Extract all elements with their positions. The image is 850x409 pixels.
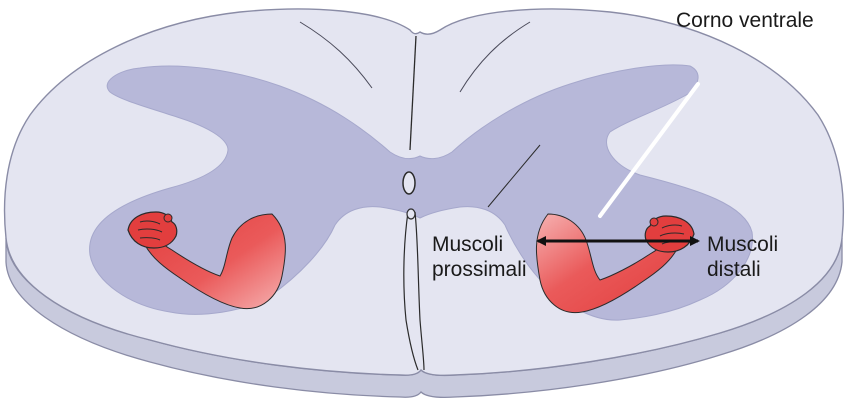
dorsal-median-sulcus [409,35,417,151]
gray-matter-divider [487,144,541,208]
proximal-label-line-2: prossimali [432,258,527,281]
distal-label-line-2: distali [707,258,761,281]
distal-label-line-1: Muscoli [707,233,779,256]
ventral-fissure-top [406,208,416,220]
dorsal-lobe-line-right [459,21,531,93]
ventral-horn-pointer [598,82,700,218]
ventral-horn-label: Corno ventrale [676,9,814,32]
distal-muscles-label: Muscoli distali [707,232,778,282]
ventral-median-fissure [403,211,425,371]
arm-left-icon [127,211,286,310]
proximal-label-line-1: Muscoli [432,233,504,256]
central-canal-icon [402,171,416,195]
dorsal-lobe-line-left [299,21,373,89]
proximal-muscles-label: Muscoli prossimali [432,232,527,282]
